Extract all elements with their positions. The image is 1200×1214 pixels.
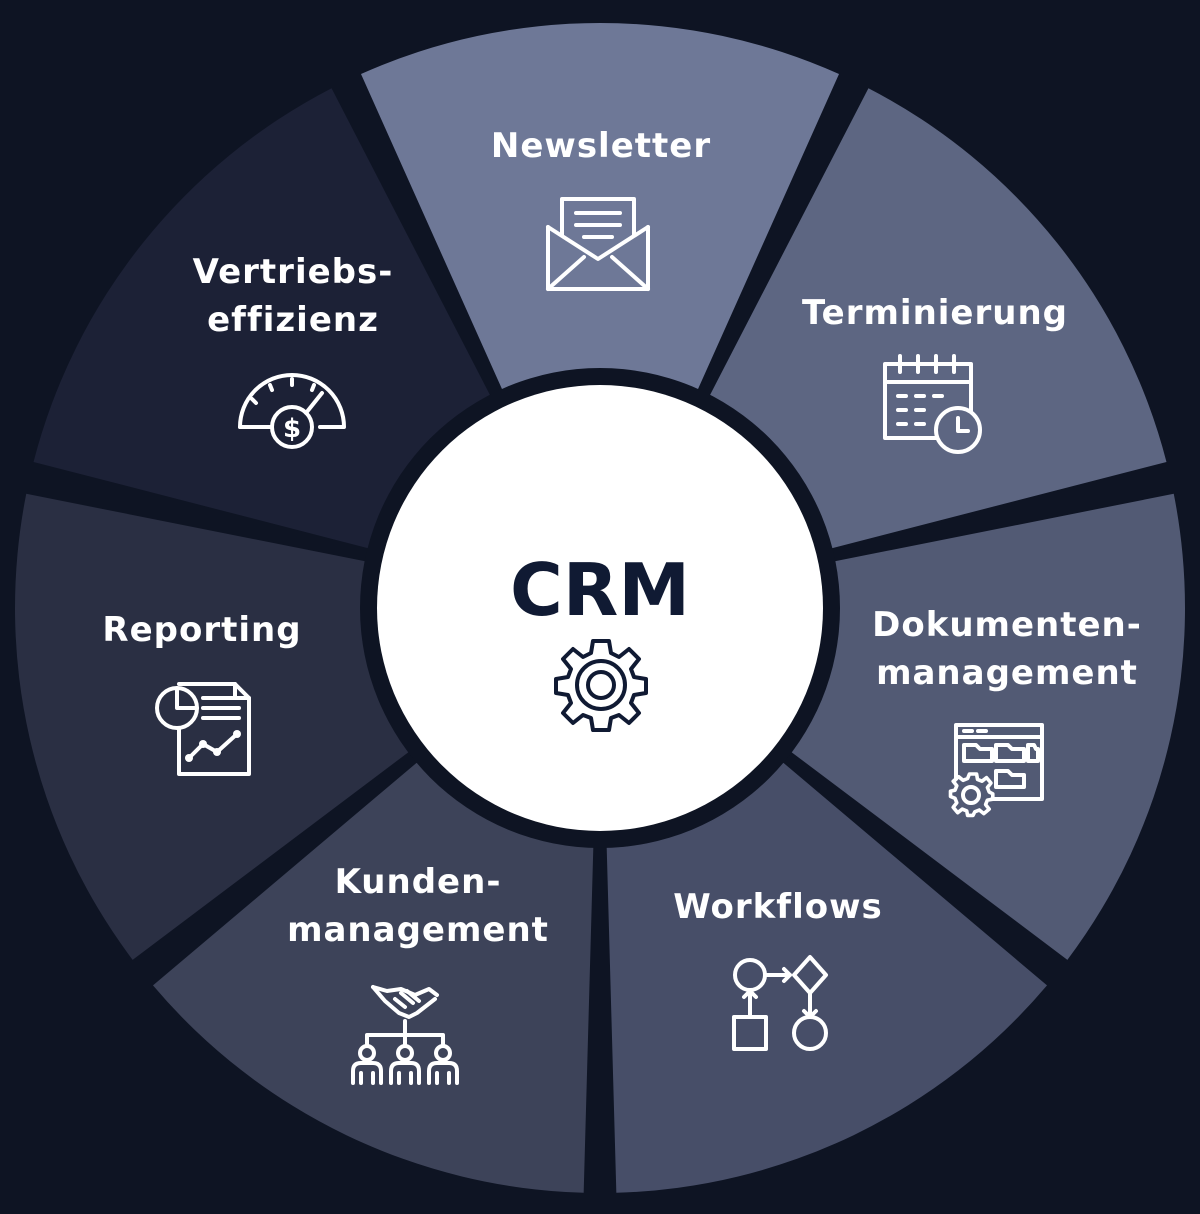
envelope-newsletter-icon: [546, 197, 650, 291]
segment-labels: Newsletter Terminierung Dokumenten- mana…: [102, 126, 1142, 950]
segment-label-dokumenten-line1: Dokumenten-: [872, 605, 1142, 645]
segment-label-kunden-line2: management: [287, 910, 549, 950]
segment-newsletter: [360, 23, 840, 394]
segment-label-workflows: Workflows: [673, 887, 882, 927]
segment-label-vertrieb-line1: Vertriebs-: [193, 252, 394, 292]
segment-vertrieb: [33, 88, 493, 550]
document-folders-gear-icon: [948, 723, 1044, 818]
segment-label-kunden-line1: Kunden-: [335, 862, 502, 902]
gear-icon: [554, 639, 648, 732]
segment-label-vertrieb-line2: effizienz: [207, 300, 379, 340]
segment-reporting: [14, 493, 413, 960]
segment-label-newsletter: Newsletter: [491, 126, 711, 166]
segment-label-reporting: Reporting: [102, 610, 301, 650]
segment-kunden: [152, 759, 594, 1193]
handshake-people-icon: [351, 985, 459, 1085]
workflow-icon: [732, 955, 828, 1051]
svg-text:$: $: [283, 414, 301, 444]
center-title: CRM: [510, 548, 690, 632]
segment-label-dokumenten-line2: management: [876, 653, 1138, 693]
segment-label-terminierung: Terminierung: [802, 293, 1068, 333]
report-chart-icon: [155, 682, 251, 776]
calendar-clock-icon: [883, 354, 982, 454]
hub-circle: [377, 385, 823, 831]
segment-terminierung: [707, 88, 1167, 550]
gauge-dollar-icon: $: [238, 373, 346, 449]
